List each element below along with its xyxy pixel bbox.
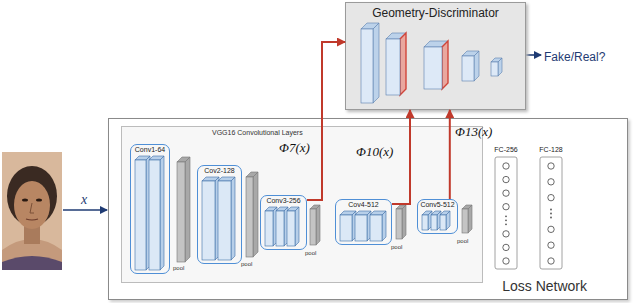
layer-name: Cov2-128 [204,167,234,174]
layer-slab [246,172,258,257]
layer-slab [265,207,277,246]
layer-slab [422,211,432,230]
pool-label-holder: pool [305,249,316,257]
fc-layer: FC-256 [489,146,523,271]
layer-slab [440,211,450,230]
edge-label-holder: Φ10(x) [356,142,393,160]
layer-slab [491,58,502,76]
layer-name: Cov4-512 [348,201,378,208]
layer-slab [276,207,288,246]
layer-name: FC-128 [539,146,562,153]
layer-name: FC-256 [494,146,517,153]
layer-slab [135,156,150,270]
fc-layer: FC-128 [534,146,568,271]
layer-slab [202,177,219,260]
layer-slab [287,207,299,246]
feature-label: Φ10(x) [356,144,393,159]
layer-slab [431,211,441,230]
layer-slab [424,41,448,89]
input-label-holder: x [81,190,87,208]
box-title: Geometry-Discriminator [372,6,499,20]
pool-label: pool [241,261,252,267]
layer-slab [340,211,356,241]
layer-slab [370,211,386,241]
box-title: Loss Network [502,278,587,294]
edge-label-holder: Φ13(x) [455,122,492,140]
discriminator-box: Geometry-Discriminator [345,2,526,110]
pool-label: pool [457,238,468,244]
input-arrow [63,209,107,211]
pool-label: pool [391,244,402,250]
input-label: x [81,192,87,207]
layer-name: Conv5-512 [420,201,454,208]
edge-label-holder: Φ7(x) [279,138,310,156]
layer-name: Conv1-64 [135,146,165,153]
layer-slab [462,51,479,81]
node-illustration [198,166,241,263]
node-illustration [489,146,523,271]
conv-block: Cov2-128 [197,165,242,264]
layer-name: Conv3-256 [266,197,300,204]
layer-slab [149,156,164,270]
conv-block: Conv5-512 [417,199,458,234]
pool-label-holder: pool [391,243,402,251]
output-label-holder: Fake/Real? [544,47,605,65]
layer-slab [462,205,472,233]
feature-label: Φ7(x) [279,140,310,155]
box-title: VGG16 Convolutional Layers [212,129,303,136]
pool-label-holder: pool [457,237,468,245]
conv-block: Conv1-64 [130,144,170,274]
pool-label: pool [173,265,184,271]
layer-slab [396,205,406,239]
node-illustration [131,145,169,273]
layer-slab [177,157,190,262]
layer-slab [386,33,406,95]
layer-slab [218,177,235,260]
conv-block: Cov4-512 [335,199,392,245]
feature-label: Φ13(x) [455,124,492,139]
layer-slab [355,211,371,241]
layer-slab [361,23,379,103]
output-label: Fake/Real? [544,50,605,64]
node-illustration [534,146,568,271]
conv-block: Conv3-256 [260,195,307,250]
face-photo [2,152,62,270]
pool-label-holder: pool [173,264,184,272]
pool-label: pool [305,250,316,256]
pool-label-holder: pool [241,260,252,268]
layer-slab [310,205,320,245]
output-arrow [526,54,541,56]
